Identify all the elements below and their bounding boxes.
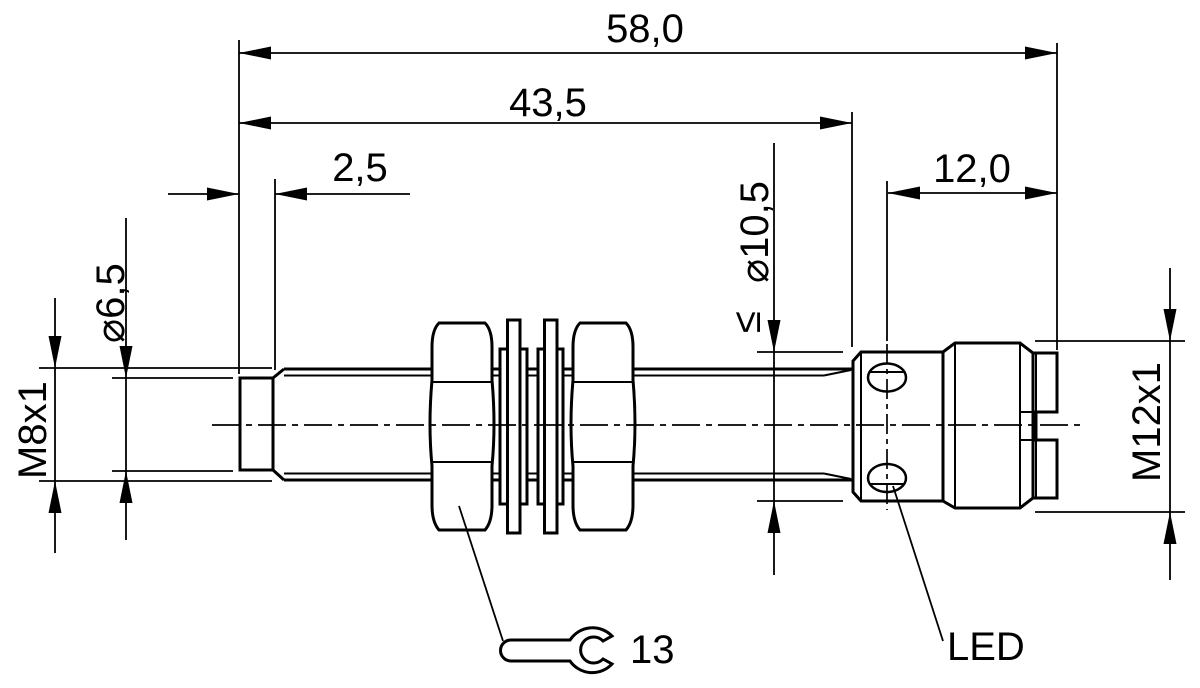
arrowhead: [888, 186, 920, 200]
dim-text-housing-diameter: ⌀10,5: [733, 181, 777, 283]
dim-text-tip-length: 2,5: [332, 146, 388, 190]
dim-text-body-thread: M8x1: [11, 381, 55, 479]
hex-nut-front: [428, 321, 496, 532]
dim-text-connector-thread: M12x1: [1125, 362, 1169, 482]
arrowhead: [275, 187, 307, 201]
hex-nut-outline: [569, 321, 637, 532]
wrench-icon: [499, 626, 615, 675]
wrench-leader-line: [458, 505, 504, 642]
leader-lines: [458, 485, 944, 642]
dim-text-connector-length: 12,0: [933, 147, 1011, 191]
led-housing: [851, 350, 945, 503]
arrowhead: [767, 501, 781, 533]
arrowhead: [48, 336, 62, 368]
centerlines: [212, 344, 1085, 510]
hex-nut-outline: [428, 321, 496, 532]
sensor-tip: [238, 376, 275, 472]
tip-chamfer-top: [272, 367, 285, 380]
label-wrench-size: 13: [630, 628, 675, 672]
washer-disc: [506, 318, 522, 535]
dim-text-max-prefix: ≤: [725, 311, 769, 333]
tip-chamfer-bottom: [271, 468, 286, 482]
arrowhead: [767, 320, 781, 352]
dimension-lines: [48, 46, 1177, 580]
arrowhead: [1163, 309, 1177, 341]
arrowhead: [239, 116, 271, 130]
dimension-texts: 58,0 43,5 2,5 12,0 M8x1 ⌀6,5 ⌀10,5 ≤ M12…: [11, 7, 1169, 672]
arrowhead: [207, 187, 239, 201]
arrowhead: [48, 481, 62, 513]
arrowhead: [239, 46, 271, 60]
extension-lines: [39, 40, 1185, 513]
arrowhead: [1163, 512, 1177, 544]
washer-pair: [498, 318, 565, 535]
led-leader-line: [892, 485, 944, 642]
dim-text-overall-length: 58,0: [606, 7, 684, 51]
dim-text-barrel-length: 43,5: [509, 81, 587, 125]
thread-runout-top: [823, 369, 852, 377]
washer-disc: [543, 318, 559, 535]
label-led: LED: [947, 625, 1025, 669]
arrowhead: [1025, 46, 1057, 60]
arrowhead: [119, 471, 133, 503]
hex-nut-rear: [569, 321, 637, 532]
dim-text-tip-diameter: ⌀6,5: [89, 263, 133, 343]
arrowhead: [820, 116, 852, 130]
thread-runout-bottom: [823, 472, 852, 480]
arrowhead: [1025, 186, 1057, 200]
arrowhead: [119, 346, 133, 378]
